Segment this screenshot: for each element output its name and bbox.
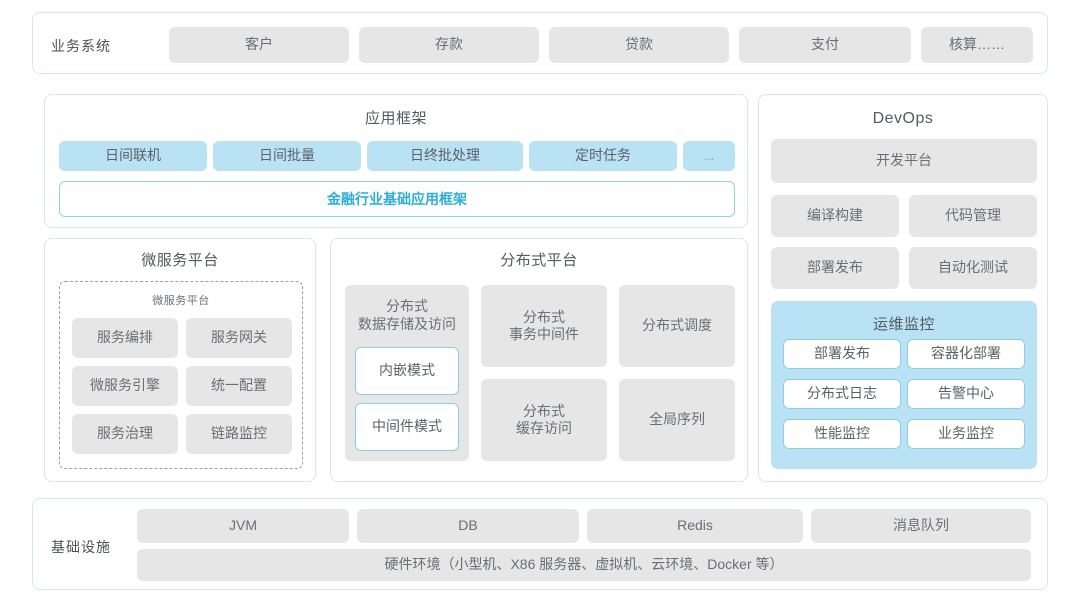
distributed-item-scheduling[interactable]: 分布式调度 xyxy=(619,285,735,367)
item-label: 部署发布 xyxy=(807,259,863,276)
devops-item-deploy-release[interactable]: 部署发布 xyxy=(771,247,899,289)
microservice-item-engine[interactable]: 微服务引擎 xyxy=(72,366,178,406)
item-label: 编译构建 xyxy=(807,207,863,224)
business-item-accounting[interactable]: 核算…… xyxy=(921,27,1033,63)
item-label: 服务治理 xyxy=(97,425,153,442)
mode-label: 中间件模式 xyxy=(372,418,442,435)
app-framework-tag-more[interactable]: ... xyxy=(683,141,735,171)
business-systems-label: 业务系统 xyxy=(51,38,111,54)
item-label: 分布式日志 xyxy=(807,385,877,402)
devops-item-automated-test[interactable]: 自动化测试 xyxy=(909,247,1037,289)
hardware-environment-label: 硬件环境（小型机、X86 服务器、虚拟机、云环境、Docker 等） xyxy=(384,556,784,573)
item-label: 分布式 缓存访问 xyxy=(516,402,572,437)
business-item-payment[interactable]: 支付 xyxy=(739,27,911,63)
item-label: 业务监控 xyxy=(938,425,994,442)
application-framework-title: 应用框架 xyxy=(364,110,427,127)
business-item-label: 存款 xyxy=(435,36,463,53)
storage-mode-middleware[interactable]: 中间件模式 xyxy=(355,403,459,451)
microservice-inner-group: 微服务平台 服务编排 服务网关 微服务引擎 统一配置 服务治理 链路监控 xyxy=(59,281,303,469)
tag-label: 日间批量 xyxy=(259,147,315,164)
microservice-item-orchestration[interactable]: 服务编排 xyxy=(72,318,178,358)
distributed-data-storage-box[interactable]: 分布式 数据存储及访问 内嵌模式 中间件模式 xyxy=(345,285,469,461)
distributed-item-transaction-middleware[interactable]: 分布式 事务中间件 xyxy=(481,285,607,367)
microservice-item-gateway[interactable]: 服务网关 xyxy=(186,318,292,358)
ops-monitoring-group: 运维监控 部署发布 容器化部署 分布式日志 告警中心 性能监控 业务监控 xyxy=(771,301,1037,469)
item-label: 分布式调度 xyxy=(642,317,712,334)
devops-title: DevOps xyxy=(872,110,934,127)
infrastructure-hardware-environment[interactable]: 硬件环境（小型机、X86 服务器、虚拟机、云环境、Docker 等） xyxy=(137,549,1031,581)
item-label: 性能监控 xyxy=(814,425,870,442)
distributed-platform-panel: 分布式平台 分布式 数据存储及访问 内嵌模式 中间件模式 分布式 事务中间件 分… xyxy=(330,238,748,482)
ops-item-containerized-deploy[interactable]: 容器化部署 xyxy=(907,339,1025,369)
ops-item-business-monitor[interactable]: 业务监控 xyxy=(907,419,1025,449)
app-framework-tag-daytime-batch[interactable]: 日间批量 xyxy=(213,141,361,171)
business-item-customer[interactable]: 客户 xyxy=(169,27,349,63)
microservice-platform-panel: 微服务平台 微服务平台 服务编排 服务网关 微服务引擎 统一配置 服务治理 链路… xyxy=(44,238,316,482)
tag-label: 日间联机 xyxy=(105,147,161,164)
infrastructure-label: 基础设施 xyxy=(51,539,111,555)
infrastructure-item-message-queue[interactable]: 消息队列 xyxy=(811,509,1031,543)
item-label: 微服务引擎 xyxy=(90,377,160,394)
tag-label: 定时任务 xyxy=(575,147,631,164)
business-item-label: 支付 xyxy=(811,36,839,53)
tag-label: ... xyxy=(703,148,714,163)
item-label: 告警中心 xyxy=(938,385,994,402)
item-label: 服务编排 xyxy=(97,329,153,346)
finance-base-framework-label: 金融行业基础应用框架 xyxy=(327,191,467,207)
item-label: 部署发布 xyxy=(814,345,870,362)
app-framework-tag-daytime-online[interactable]: 日间联机 xyxy=(59,141,207,171)
devops-item-code-management[interactable]: 代码管理 xyxy=(909,195,1037,237)
devops-item-dev-platform[interactable]: 开发平台 xyxy=(771,139,1037,183)
tag-label: 日终批处理 xyxy=(410,147,480,164)
microservice-platform-title: 微服务平台 xyxy=(141,252,219,269)
distributed-item-global-sequence[interactable]: 全局序列 xyxy=(619,379,735,461)
item-label: 服务网关 xyxy=(211,329,267,346)
ops-item-deploy-release[interactable]: 部署发布 xyxy=(783,339,901,369)
item-label: 容器化部署 xyxy=(931,345,1001,362)
devops-panel: DevOps 开发平台 编译构建 代码管理 部署发布 自动化测试 运维监控 部署… xyxy=(758,94,1048,482)
item-label: 全局序列 xyxy=(649,411,705,428)
item-label: 代码管理 xyxy=(945,207,1001,224)
distributed-platform-title: 分布式平台 xyxy=(500,252,578,269)
app-framework-tag-eod-batch[interactable]: 日终批处理 xyxy=(367,141,523,171)
business-item-loan[interactable]: 贷款 xyxy=(549,27,729,63)
distributed-data-storage-label: 分布式 数据存储及访问 xyxy=(358,298,456,333)
application-framework-panel: 应用框架 日间联机 日间批量 日终批处理 定时任务 ... 金融行业基础应用框架 xyxy=(44,94,748,228)
devops-item-build[interactable]: 编译构建 xyxy=(771,195,899,237)
item-label: Redis xyxy=(677,517,713,534)
microservice-item-governance[interactable]: 服务治理 xyxy=(72,414,178,454)
ops-item-distributed-log[interactable]: 分布式日志 xyxy=(783,379,901,409)
mode-label: 内嵌模式 xyxy=(379,362,435,379)
business-item-label: 贷款 xyxy=(625,36,653,53)
item-label: 统一配置 xyxy=(211,377,267,394)
app-framework-tag-scheduled-task[interactable]: 定时任务 xyxy=(529,141,677,171)
item-label: 分布式 事务中间件 xyxy=(509,308,579,343)
item-label: 消息队列 xyxy=(893,517,949,534)
ops-item-performance-monitor[interactable]: 性能监控 xyxy=(783,419,901,449)
infrastructure-item-jvm[interactable]: JVM xyxy=(137,509,349,543)
microservice-inner-title: 微服务平台 xyxy=(152,295,210,307)
microservice-item-trace-monitor[interactable]: 链路监控 xyxy=(186,414,292,454)
infrastructure-panel: 基础设施 JVM DB Redis 消息队列 硬件环境（小型机、X86 服务器、… xyxy=(32,498,1048,590)
infrastructure-item-db[interactable]: DB xyxy=(357,509,579,543)
item-label: 链路监控 xyxy=(211,425,267,442)
finance-base-framework-box[interactable]: 金融行业基础应用框架 xyxy=(59,181,735,217)
microservice-item-unified-config[interactable]: 统一配置 xyxy=(186,366,292,406)
business-item-label: 核算…… xyxy=(949,36,1005,53)
ops-item-alert-center[interactable]: 告警中心 xyxy=(907,379,1025,409)
storage-mode-embedded[interactable]: 内嵌模式 xyxy=(355,347,459,395)
item-label: 自动化测试 xyxy=(938,259,1008,276)
item-label: JVM xyxy=(229,517,257,534)
item-label: 开发平台 xyxy=(876,152,932,169)
item-label: DB xyxy=(458,517,478,534)
ops-monitoring-title: 运维监控 xyxy=(872,316,935,333)
business-item-label: 客户 xyxy=(245,36,273,53)
business-systems-panel: 业务系统 客户 存款 贷款 支付 核算…… xyxy=(32,12,1048,74)
infrastructure-item-redis[interactable]: Redis xyxy=(587,509,803,543)
distributed-item-cache-access[interactable]: 分布式 缓存访问 xyxy=(481,379,607,461)
business-item-deposit[interactable]: 存款 xyxy=(359,27,539,63)
